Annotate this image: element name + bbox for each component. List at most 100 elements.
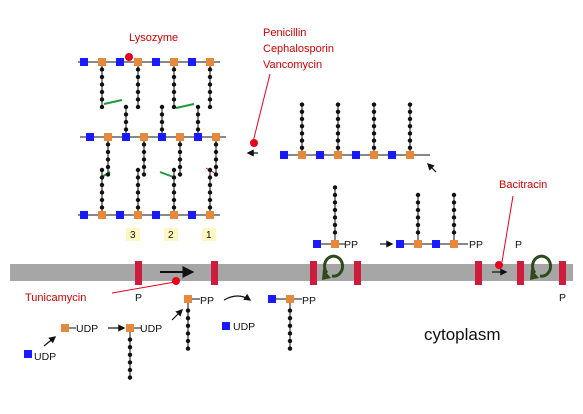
nam-sugar [134,58,142,66]
amino-acid [171,190,177,195]
amino-acid [171,97,177,102]
amino-acid [213,142,219,147]
crosslink-bridge [103,99,123,105]
amino-acid [135,190,141,195]
amino-acid [171,182,177,188]
amino-acid [332,185,338,190]
amino-acid [207,74,213,80]
amino-acid [177,142,183,147]
amino-acid [171,74,177,80]
cytoplasm-label: cytoplasm [424,325,501,344]
nam-sugar [176,133,184,141]
amino-acid [135,197,141,203]
amino-acid [99,67,105,72]
nam-sugar [104,133,112,141]
amino-acid [207,182,213,188]
nag-sugar [352,151,360,159]
amino-acid [371,116,377,122]
bactoprenol-carrier [310,261,317,285]
amino-acid [135,74,141,80]
pp-label-lipid2: PP [302,295,316,307]
amino-acid [99,104,105,110]
flippase-arrow [323,254,345,278]
crosslink-number-1: 1 [206,230,212,241]
bacitracin-pointer [501,195,514,263]
amino-acid [287,316,293,321]
pp-label-flipped: PP [344,239,358,251]
nag-sugar [86,133,94,141]
amino-acid [207,97,213,102]
pp-label-lipid1: PP [200,295,214,307]
inhibition-site-dot [172,277,180,285]
amino-acid [141,149,147,155]
number-box-2 [164,228,178,241]
cephalosporin-label: Cephalosporin [263,43,334,55]
amino-acid [99,197,105,203]
amino-acid [123,127,129,132]
nag-sugar [268,295,276,303]
amino-acid [335,145,341,150]
crosslink-bridge [175,103,195,109]
nam-sugar [212,133,220,141]
amino-acid [207,205,213,210]
nag-sugar [116,211,124,219]
amino-acid [135,82,141,87]
nag-sugar [280,151,288,159]
amino-acid [207,167,213,173]
nam-sugar [184,295,192,303]
lysozyme-label: Lysozyme [129,32,178,44]
amino-acid [135,89,141,95]
amino-acid [371,124,377,129]
amino-acid [123,112,129,117]
amino-acid [335,131,341,136]
amino-acid [335,116,341,122]
p-label-carrier: P [135,292,142,304]
amino-acid [415,207,421,213]
amino-acid [371,138,377,143]
amino-acid [171,82,177,87]
amino-acid [371,131,377,136]
bactoprenol-carrier [135,261,142,285]
amino-acid [135,104,141,110]
amino-acid [407,109,413,115]
amino-acid [451,215,457,220]
amino-acid [299,102,305,107]
amino-acid [451,222,457,228]
udp-label-nag: UDP [34,351,56,363]
amino-acid [127,345,133,350]
udp-label-nag-2: UDP [233,321,255,333]
amino-acid [185,331,191,336]
amino-acid [123,119,129,125]
nam-sugar [406,151,414,159]
bactoprenol-carrier [559,261,566,285]
amino-acid [195,112,201,117]
amino-acid [99,205,105,210]
amino-acid [159,104,165,110]
tunicamycin-pointer [111,281,176,294]
nag-sugar [122,133,130,141]
amino-acid [99,182,105,188]
nag-sugar [80,211,88,219]
amino-acid [407,138,413,143]
amino-acid [177,172,183,177]
amino-acid [177,149,183,155]
amino-acid [185,308,191,313]
number-box-1 [202,228,216,241]
amino-acid [299,109,305,115]
amino-acid [105,142,111,147]
amino-acid [451,230,457,235]
nag-sugar [396,240,404,248]
nam-sugar [140,133,148,141]
amino-acid [299,131,305,136]
nam-sugar [61,324,69,332]
inhibition-site-dot [250,139,258,147]
amino-acid [159,127,165,132]
penicillin-label: Penicillin [263,27,306,39]
inhibition-site-dot [125,53,133,61]
amino-acid [207,89,213,95]
amino-acid [299,124,305,129]
amino-acid [135,97,141,102]
amino-acid [141,164,147,170]
amino-acid [407,102,413,107]
nam-sugar [450,240,458,248]
